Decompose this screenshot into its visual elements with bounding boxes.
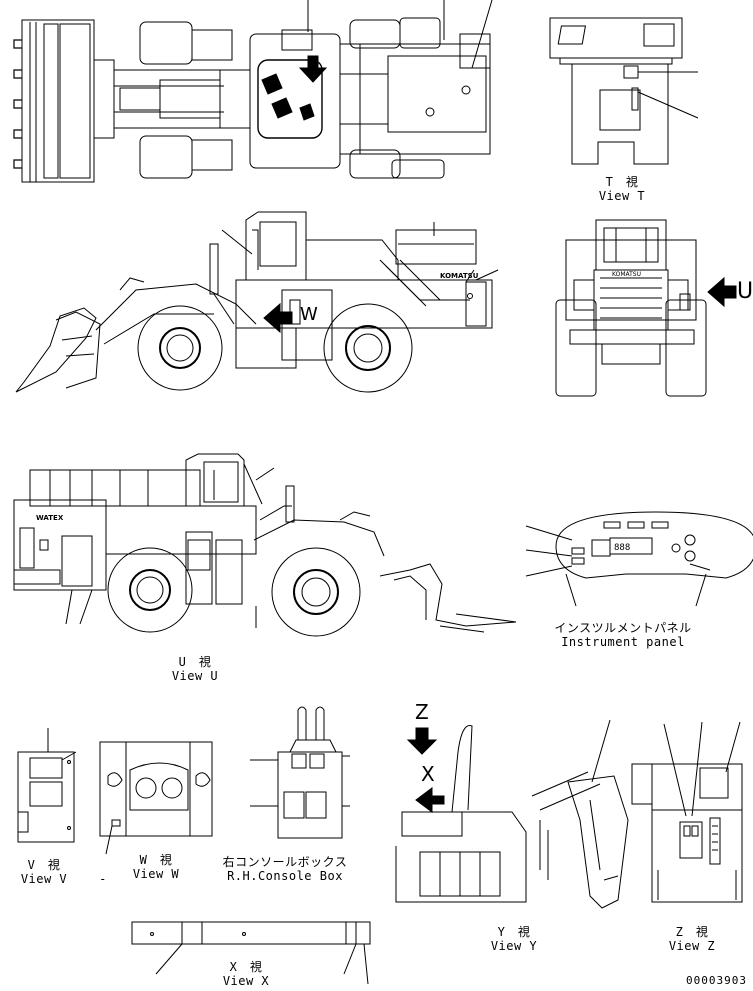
view-w-label: W 視 View W: [126, 853, 186, 881]
brand-decal-side-right: WATEX: [36, 514, 64, 522]
view-w-jp: W 視: [139, 853, 173, 867]
brand-decal-front: KOMATSU: [612, 271, 641, 278]
view-v-drawing: [18, 728, 76, 842]
view-v-jp: V 視: [27, 858, 61, 872]
view-x-drawing: [132, 922, 370, 984]
arrow-x-letter: X: [421, 762, 435, 786]
view-w-drawing: [100, 742, 212, 854]
panel-digital-readout: 888: [614, 543, 630, 553]
view-y-drawing: [396, 720, 628, 908]
top-view-loader: [14, 0, 492, 182]
arrow-z-letter: Z: [415, 700, 429, 724]
side-view-loader-left: KOMATSU: [16, 212, 498, 392]
console-box-en: R.H.Console Box: [227, 869, 343, 883]
view-t-jp: T 視: [605, 175, 639, 189]
view-z-drawing: [632, 722, 742, 902]
front-view-loader: KOMATSU: [556, 220, 736, 396]
arrow-u-letter: U: [737, 279, 753, 304]
view-z-en: View Z: [668, 939, 716, 953]
console-box-label: 右コンソールボックス R.H.Console Box: [220, 855, 350, 883]
view-y-en: View Y: [490, 939, 538, 953]
brand-decal-side-left: KOMATSU: [440, 272, 479, 280]
view-u-drawing: WATEX: [14, 454, 516, 636]
view-z-jp: Z 視: [675, 925, 709, 939]
instrument-panel-drawing: 888: [526, 512, 753, 606]
console-box-jp: 右コンソールボックス: [222, 855, 348, 869]
view-v-en: View V: [20, 872, 68, 886]
view-y-jp: Y 視: [497, 925, 531, 939]
instrument-panel-jp: インスツルメントパネル: [554, 621, 692, 635]
view-u-label: U 視 View U: [165, 655, 225, 683]
view-w-en: View W: [132, 867, 180, 881]
view-x-en: View X: [222, 974, 270, 988]
arrow-w-letter: W: [300, 304, 318, 325]
dash-mark: -: [99, 872, 107, 886]
view-u-jp: U 視: [178, 655, 212, 669]
view-t-label: T 視 View T: [592, 175, 652, 203]
view-z-label: Z 視 View Z: [662, 925, 722, 953]
instrument-panel-label: インスツルメントパネル Instrument panel: [548, 621, 698, 649]
view-x-jp: X 視: [229, 960, 263, 974]
console-box-drawing: [250, 707, 350, 838]
view-u-en: View U: [171, 669, 219, 683]
view-t-en: View T: [598, 189, 646, 203]
view-y-label: Y 視 View Y: [484, 925, 544, 953]
view-t-drawing: [550, 18, 698, 164]
instrument-panel-en: Instrument panel: [561, 635, 685, 649]
part-number: 00003903: [686, 974, 747, 987]
view-v-label: V 視 View V: [14, 858, 74, 886]
view-x-label: X 視 View X: [216, 960, 276, 988]
